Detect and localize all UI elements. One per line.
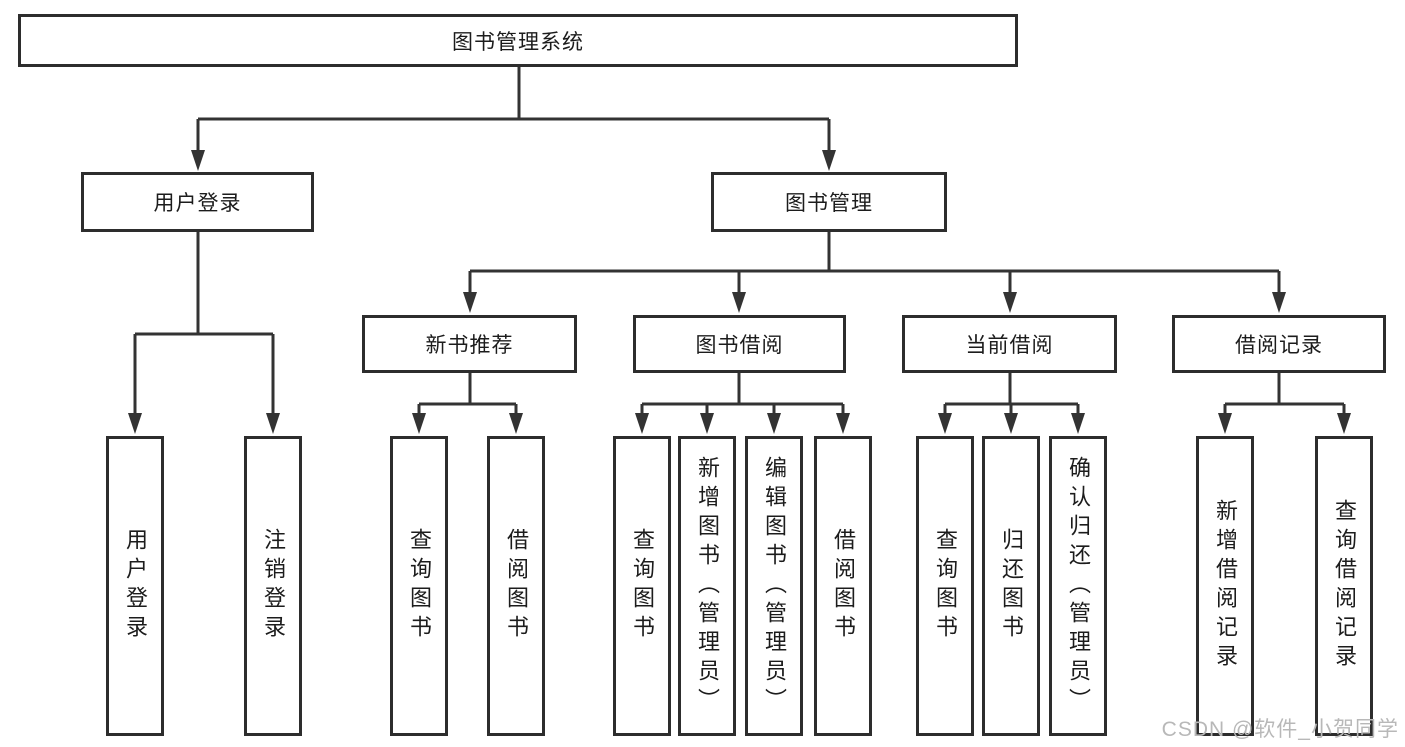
leaf-borrow-books-recommend: 借阅图书 [487, 436, 545, 736]
node-user-login: 用户登录 [81, 172, 314, 232]
node-book-management: 图书管理 [711, 172, 947, 232]
leaf-add-borrow-record: 新增借阅记录 [1196, 436, 1254, 736]
node-new-book-recommend: 新书推荐 [362, 315, 577, 373]
leaf-add-book-admin: 新增图书（管理员） [678, 436, 736, 736]
leaf-query-books-current: 查询图书 [916, 436, 974, 736]
leaf-logout: 注销登录 [244, 436, 302, 736]
leaf-user-login: 用户登录 [106, 436, 164, 736]
leaf-query-books-recommend: 查询图书 [390, 436, 448, 736]
leaf-query-borrow-record: 查询借阅记录 [1315, 436, 1373, 736]
leaf-confirm-return-admin: 确认归还（管理员） [1049, 436, 1107, 736]
leaf-borrow-books-borrowing: 借阅图书 [814, 436, 872, 736]
leaf-edit-book-admin: 编辑图书（管理员） [745, 436, 803, 736]
node-borrow-records: 借阅记录 [1172, 315, 1386, 373]
leaf-return-book: 归还图书 [982, 436, 1040, 736]
arrowheads [128, 150, 1351, 434]
node-book-borrowing: 图书借阅 [633, 315, 846, 373]
node-current-borrowing: 当前借阅 [902, 315, 1117, 373]
leaf-query-books-borrowing: 查询图书 [613, 436, 671, 736]
node-root-system: 图书管理系统 [18, 14, 1018, 67]
